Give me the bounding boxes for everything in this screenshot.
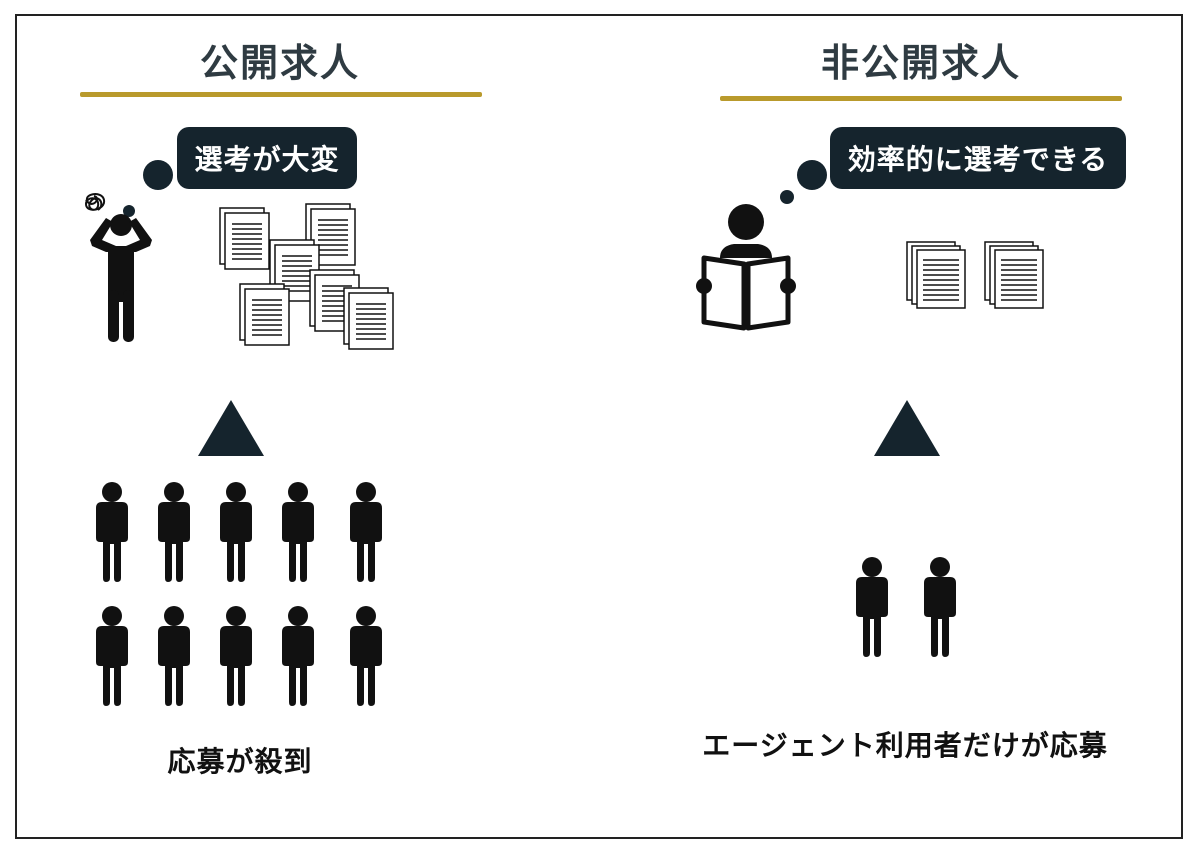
document-pile-icon <box>219 203 394 350</box>
left-title-underline <box>80 92 482 97</box>
left-caption: 応募が殺到 <box>167 745 313 778</box>
left-speech-bubble: 選考が大変 <box>177 127 357 189</box>
reading-person-icon <box>696 204 796 331</box>
left-thought-dot-small <box>123 205 135 217</box>
right-up-arrow-icon <box>874 400 940 456</box>
right-title: 非公開求人 <box>820 41 1021 85</box>
agent-users-icon <box>856 557 956 657</box>
right-thought-dot-large <box>797 160 827 190</box>
stressed-person-icon <box>84 193 152 342</box>
right-caption: エージェント利用者だけが応募 <box>702 729 1108 762</box>
right-speech-bubble: 効率的に選考できる <box>830 127 1126 189</box>
left-title: 公開求人 <box>199 41 360 85</box>
left-up-arrow-icon <box>198 400 264 456</box>
right-title-underline <box>720 96 1122 101</box>
right-thought-dot-small <box>780 190 794 204</box>
applicants-crowd-icon <box>96 482 382 706</box>
left-thought-dot-large <box>143 160 173 190</box>
document-stack-icon <box>906 241 1044 309</box>
